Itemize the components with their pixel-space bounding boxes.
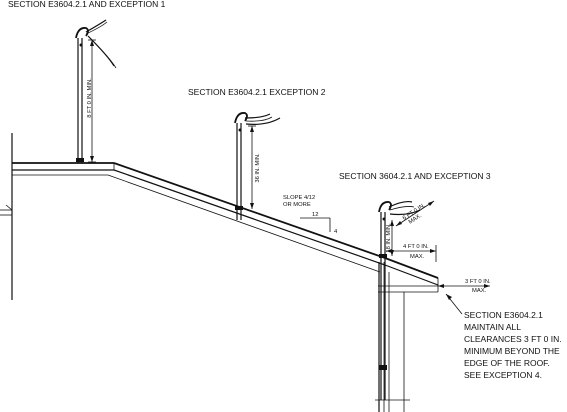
dimension-18in-label: 18 IN. MIN.: [386, 223, 392, 253]
section-title-exception-2: SECTION E3604.2.1 EXCEPTION 2: [188, 87, 326, 97]
dimension-3ft-label-line1: 3 FT 0 IN.: [465, 279, 491, 285]
dimension-3ft: 3 FT 0 IN. MAX.: [438, 279, 491, 294]
note-line-2: MAINTAIN ALL: [464, 322, 521, 332]
note-line-6: SEE EXCEPTION 4.: [464, 370, 542, 380]
dimension-4ft-label-line2: MAX.: [410, 254, 425, 260]
dimension-8ft-label: 8 FT 0 IN. MIN.: [87, 78, 93, 118]
dimension-36in: 36 IN. MIN.: [248, 125, 261, 209]
section-title-exception-1: SECTION E3604.2.1 AND EXCEPTION 1: [8, 0, 166, 9]
section-title-exception-3: SECTION 3604.2.1 AND EXCEPTION 3: [339, 171, 491, 181]
dimension-3ft-label-line2: MAX.: [472, 288, 487, 294]
slope-indicator: SLOPE 4/12 OR MORE 12 4: [283, 195, 338, 235]
service-mast-1: [75, 19, 117, 163]
sloped-roof: [107, 162, 386, 273]
note-line-1: SECTION E3604.2.1: [464, 310, 543, 320]
note-line-4: MINIMUM BEYOND THE: [464, 346, 560, 356]
dimension-36in-label: 36 IN. MIN.: [255, 153, 261, 183]
slope-label-line1: SLOPE 4/12: [283, 195, 315, 201]
dimension-4ft-label-line1: 4 FT 0 IN.: [403, 244, 429, 250]
note-block: SECTION E3604.2.1 MAINTAIN ALL CLEARANCE…: [464, 310, 562, 380]
dimension-6ft: 6 FT 0 IN. MAX.: [395, 200, 435, 227]
dimension-8ft: 8 FT 0 IN. MIN.: [87, 39, 96, 163]
note-leader: [445, 293, 463, 315]
service-mast-3: [378, 200, 421, 400]
note-line-5: EDGE OF THE ROOF.: [464, 358, 550, 368]
note-line-3: CLEARANCES 3 FT 0 IN.: [464, 334, 562, 344]
service-mast-2: [234, 112, 281, 220]
flat-roof: [12, 162, 114, 176]
slope-run-label: 12: [312, 212, 318, 218]
roof-eave: [378, 257, 439, 293]
slope-rise-label: 4: [334, 229, 338, 235]
right-wall: [375, 262, 410, 412]
slope-label-line2: OR MORE: [283, 202, 311, 208]
dimension-4ft: 4 FT 0 IN. MAX.: [386, 244, 437, 262]
left-wall: [0, 133, 13, 300]
